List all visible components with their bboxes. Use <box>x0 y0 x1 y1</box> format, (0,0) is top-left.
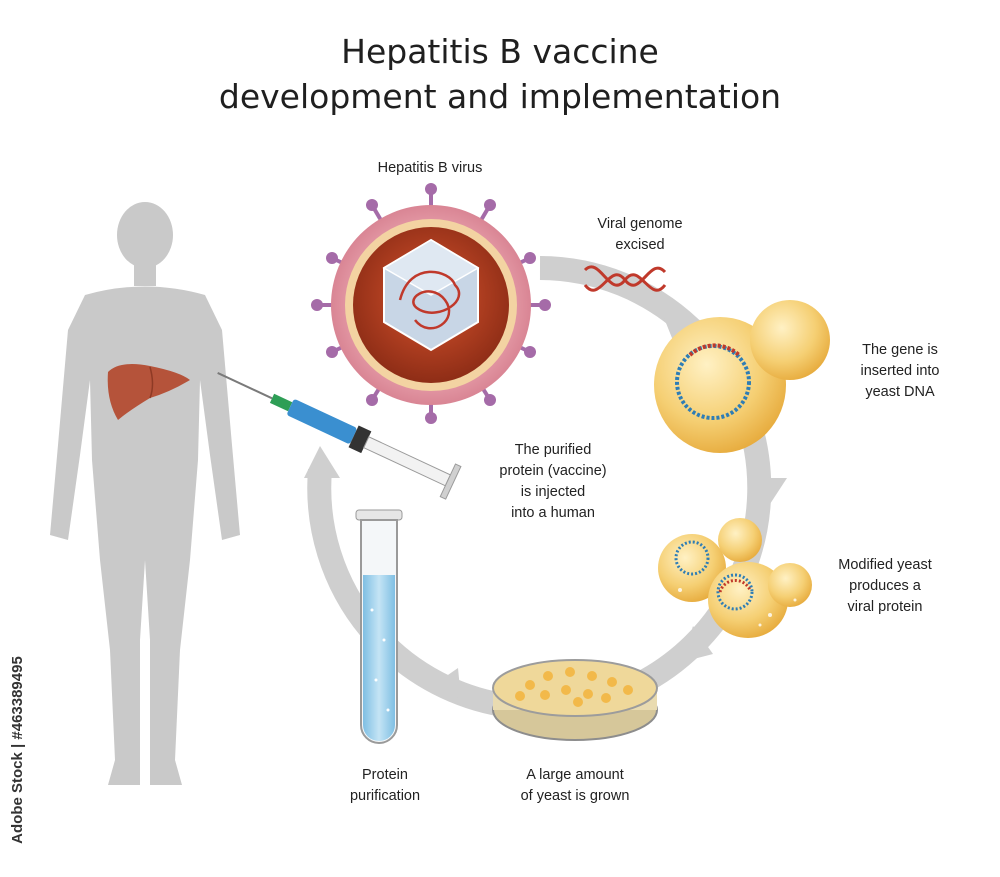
yeast-cell-icon <box>654 300 830 453</box>
label-inserted-line-1: The gene is <box>862 342 938 358</box>
label-protein-purification: Protein purification <box>320 765 450 807</box>
label-excised-line-1: Viral genome <box>597 216 683 232</box>
title-line-1: Hepatitis B vaccine <box>341 32 659 71</box>
label-injected-line-2: protein (vaccine) <box>499 463 607 480</box>
label-virus-text: Hepatitis B virus <box>377 160 483 176</box>
stock-id-watermark: Adobe Stock | #463389495 <box>9 640 35 860</box>
label-purification-line-2: purification <box>349 788 421 805</box>
syringe-icon <box>217 372 462 500</box>
title-line-2: development and implementation <box>218 76 782 116</box>
label-vaccine-injected: The purified protein (vaccine) is inject… <box>478 440 628 524</box>
label-modified-line-2: produces a <box>849 578 921 595</box>
label-modified-yeast: Modified yeast produces a viral protein <box>820 555 950 618</box>
test-tube-icon <box>355 509 403 744</box>
label-injected-line-4: into a human <box>511 505 595 522</box>
stock-id-text: Adobe Stock | #463389495 <box>9 656 26 844</box>
label-inserted-line-3: yeast DNA <box>865 384 935 401</box>
diagram-title: Hepatitis B vaccine development and impl… <box>0 30 1000 119</box>
label-gene-inserted: The gene is inserted into yeast DNA <box>835 340 965 403</box>
label-excised-line-2: excised <box>615 237 665 254</box>
petri-dish-icon <box>492 659 658 741</box>
human-silhouette <box>50 202 240 785</box>
label-modified-line-1: Modified yeast <box>838 557 932 573</box>
label-hepatitis-b-virus: Hepatitis B virus <box>340 158 520 179</box>
label-viral-genome-excised: Viral genome excised <box>575 214 705 256</box>
liver-icon <box>107 364 190 420</box>
label-grown-line-2: of yeast is grown <box>520 788 630 805</box>
hepatitis-b-virus-icon <box>311 183 551 424</box>
label-modified-line-3: viral protein <box>847 599 923 616</box>
label-inserted-line-2: inserted into <box>860 363 940 380</box>
label-purification-line-1: Protein <box>362 767 408 783</box>
label-yeast-grown: A large amount of yeast is grown <box>490 765 660 807</box>
label-injected-line-1: The purified <box>514 442 592 458</box>
excised-dna-icon <box>583 265 667 292</box>
modified-yeast-icon <box>658 518 812 638</box>
label-injected-line-3: is injected <box>520 484 586 501</box>
label-grown-line-1: A large amount <box>526 767 624 783</box>
